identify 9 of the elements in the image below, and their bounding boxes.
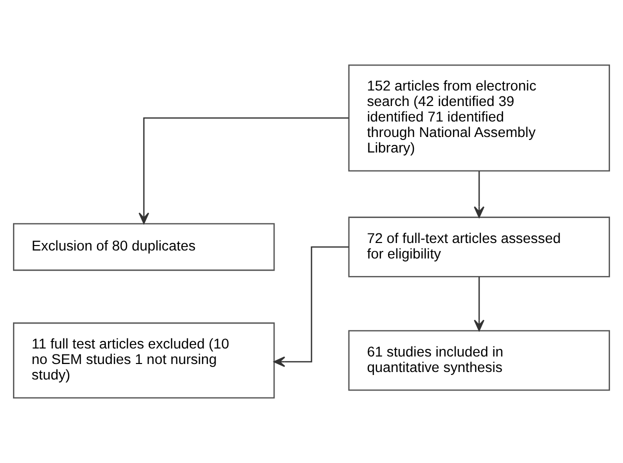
node-box: 61 studies included in quantitative synthesis: [348, 330, 610, 391]
node-box: 11 full test articles excluded (10 no SEM studies 1 not nursing study): [12, 322, 275, 398]
node-box: Exclusion of 80 duplicates: [12, 223, 275, 271]
arrow: [474, 171, 484, 218]
arrow: [138, 117, 349, 224]
node-box: 152 articles from electronic search (42 identified 39 identified 71 identified through National Assembly Library): [348, 64, 610, 172]
arrow: [274, 246, 349, 368]
arrow: [474, 276, 484, 332]
node-box: 72 of full-text articles assessed for eligibility: [348, 216, 610, 278]
